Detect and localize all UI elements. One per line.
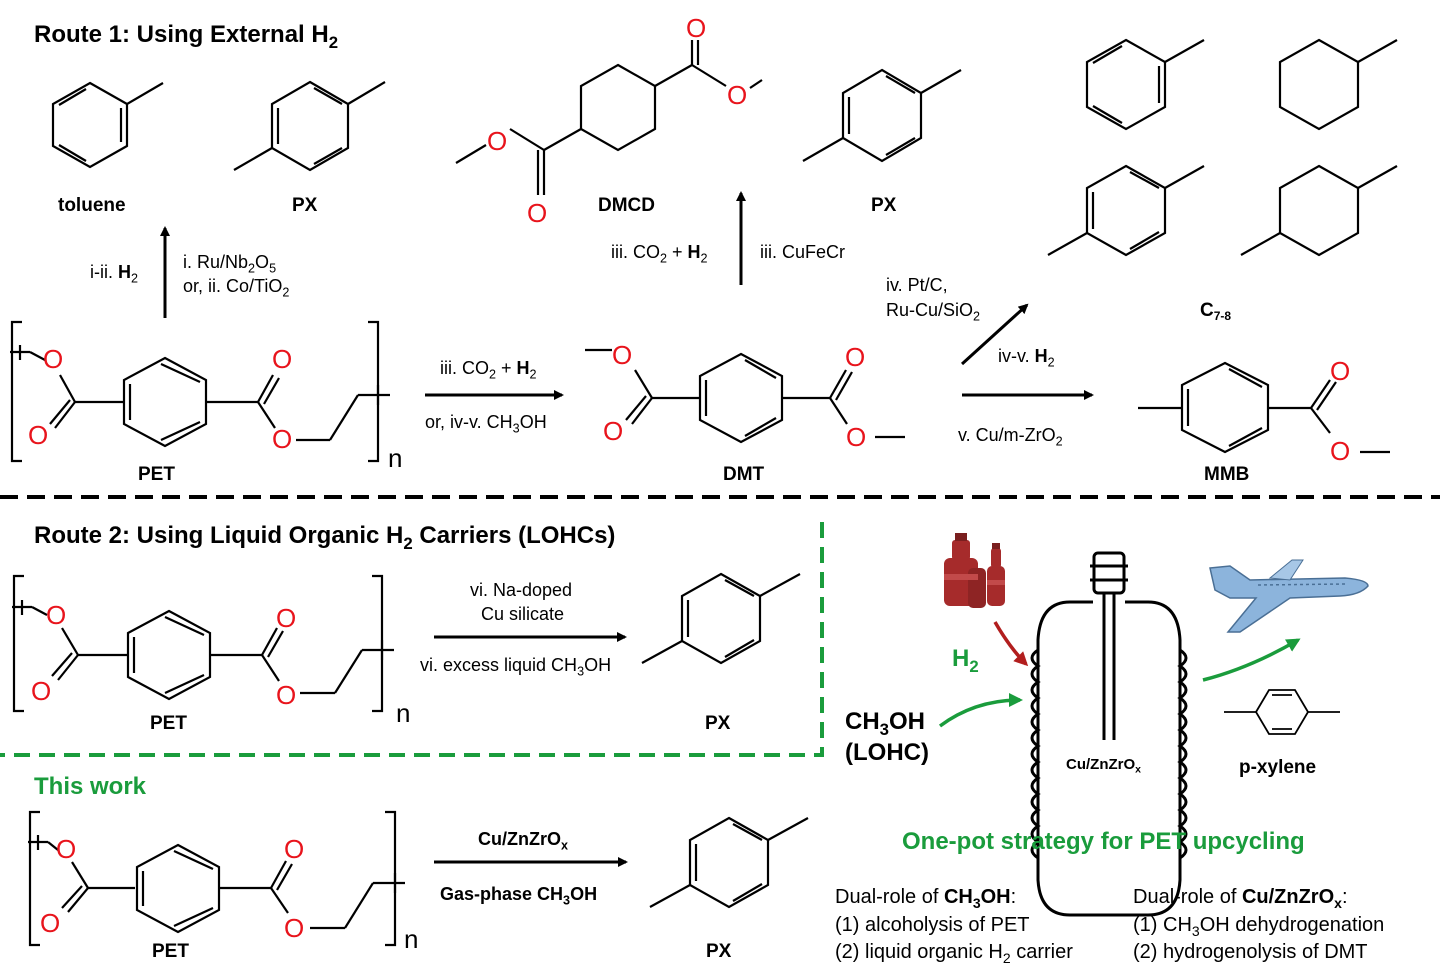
dmt-oxygens: O O O O (603, 340, 866, 452)
route1-title: Route 1: Using External H2 (34, 21, 339, 52)
svg-text:O: O (276, 680, 296, 710)
ch3oh-label: CH3OH (845, 708, 926, 739)
p-xylene-label: p-xylene (1239, 757, 1317, 778)
cond-ii-co-tio2: or, ii. Co/TiO2 (183, 276, 290, 300)
strategy-title: One-pot strategy for PET upcycling (902, 828, 1305, 855)
svg-text:O: O (276, 603, 296, 633)
c78-label: C7-8 (1200, 300, 1232, 324)
cond-i-ru-nb2o5: i. Ru/Nb2O5 (183, 252, 277, 276)
svg-text:O: O (846, 422, 866, 452)
airplane-icon (1209, 559, 1369, 633)
arrow-bottles-to-reactor (993, 621, 1029, 667)
svg-text:O: O (31, 676, 51, 706)
dual-role-ch3oh-heading: Dual-role of CH3OH: (835, 886, 1017, 911)
pet-structure-route2 (12, 574, 394, 713)
px-structure-route1-left (233, 80, 386, 172)
px-label-route1-left: PX (292, 195, 318, 216)
pet-route1-n: n (388, 443, 402, 473)
svg-text:O: O (284, 913, 304, 943)
px-label-route1-mid: PX (871, 195, 897, 216)
svg-text:O: O (487, 126, 507, 156)
svg-text:O: O (727, 80, 747, 110)
dual-role-ch3oh-item-2: (2) liquid organic H2 carrier (835, 941, 1073, 966)
mmb-label: MMB (1204, 464, 1250, 485)
arrow-ch3oh-to-reactor (938, 693, 1023, 728)
dmcd-label: DMCD (598, 195, 655, 216)
pet-route2-n: n (396, 698, 410, 728)
this-work-title: This work (34, 773, 147, 800)
svg-text:O: O (527, 198, 547, 228)
dual-role-ch3oh-item-1: (1) alcoholysis of PET (835, 914, 1030, 936)
svg-text:O: O (56, 834, 76, 864)
svg-text:O: O (603, 416, 623, 446)
pet-label-thiswork: PET (152, 941, 189, 962)
cond-v-cu-zro2: v. Cu/m-ZrO2 (958, 425, 1063, 449)
pet-thiswork-oxygens: O O O O (40, 834, 304, 943)
svg-text:O: O (43, 344, 63, 374)
svg-text:O: O (272, 424, 292, 454)
cond-iv-v-ch3oh: or, iv-v. CH3OH (425, 412, 547, 436)
px-label-route2: PX (705, 713, 731, 734)
px-structure-thiswork (649, 816, 809, 909)
arrow-dmt-to-c78 (960, 303, 1029, 366)
cond-iii-cufecr: iii. CuFeCr (760, 242, 846, 262)
pet-structure-route1 (10, 320, 390, 463)
pet-label-route1: PET (138, 464, 175, 485)
px-label-thiswork: PX (706, 941, 732, 962)
cond-i-ii-h2: i-ii. H2 (90, 262, 139, 286)
cond-iv-ru-cu-sio2: Ru-Cu/SiO2 (886, 300, 981, 324)
lohc-label: (LOHC) (845, 739, 929, 766)
c78-structures (1047, 38, 1398, 257)
cond-iv-v-h2: iv-v. H2 (998, 346, 1055, 370)
route2-title: Route 2: Using Liquid Organic H2 Carrier… (34, 522, 616, 553)
svg-text:O: O (1330, 436, 1350, 466)
cond-iii-co2-h2-up: iii. CO2 + H2 (611, 242, 708, 266)
cond-cu-znzrox: Cu/ZnZrOx (478, 829, 569, 853)
svg-text:O: O (1330, 356, 1350, 386)
route2-box (0, 522, 824, 757)
dmcd-structure (455, 40, 763, 195)
dmcd-oxygens: O O O O (487, 13, 747, 228)
svg-text:O: O (272, 344, 292, 374)
pet-route1-oxygens: O O O O (28, 344, 292, 454)
cond-vi-cu-silicate: Cu silicate (481, 604, 565, 624)
cond-iii-co2-h2-mid: iii. CO2 + H2 (440, 358, 537, 382)
px-structure-route2 (641, 572, 801, 665)
reactor-icon (1030, 551, 1188, 917)
dmt-structure (585, 348, 905, 444)
svg-text:O: O (46, 600, 66, 630)
bottles-icon (944, 533, 1005, 608)
cond-vi-excess-ch3oh: vi. excess liquid CH3OH (420, 655, 612, 679)
p-xylene-structure (1262, 696, 1312, 756)
pet-route2-oxygens: O O O O (31, 600, 296, 710)
cond-iv-pt-c: iv. Pt/C, (886, 275, 948, 295)
px-structure-route1-mid (802, 68, 962, 163)
svg-text:O: O (284, 834, 304, 864)
reactor-catalyst-label: Cu/ZnZrOx (1066, 756, 1141, 776)
cond-gas-phase-ch3oh: Gas-phase CH3OH (440, 884, 598, 908)
mmb-structure (1138, 361, 1390, 454)
dual-role-catalyst-heading: Dual-role of Cu/ZnZrOx: (1133, 886, 1348, 911)
dual-role-catalyst-item-2: (2) hydrogenolysis of DMT (1133, 941, 1368, 963)
arrow-reactor-to-plane (1202, 638, 1301, 682)
cond-vi-na-doped: vi. Na-doped (470, 580, 573, 600)
mmb-oxygens: OO (1330, 356, 1350, 466)
toluene-structure (51, 81, 164, 169)
toluene-label: toluene (58, 195, 126, 216)
dual-role-catalyst-item-1: (1) CH3OH dehydrogenation (1133, 914, 1385, 939)
dmt-label: DMT (723, 464, 765, 485)
svg-text:O: O (28, 420, 48, 450)
pet-thiswork-n: n (404, 924, 418, 954)
pet-label-route2: PET (150, 713, 187, 734)
svg-text:O: O (686, 13, 706, 43)
svg-text:O: O (612, 340, 632, 370)
svg-text:O: O (845, 342, 865, 372)
pet-structure-thiswork (28, 810, 405, 947)
svg-text:O: O (40, 908, 60, 938)
h2-label: H2 (952, 645, 979, 676)
